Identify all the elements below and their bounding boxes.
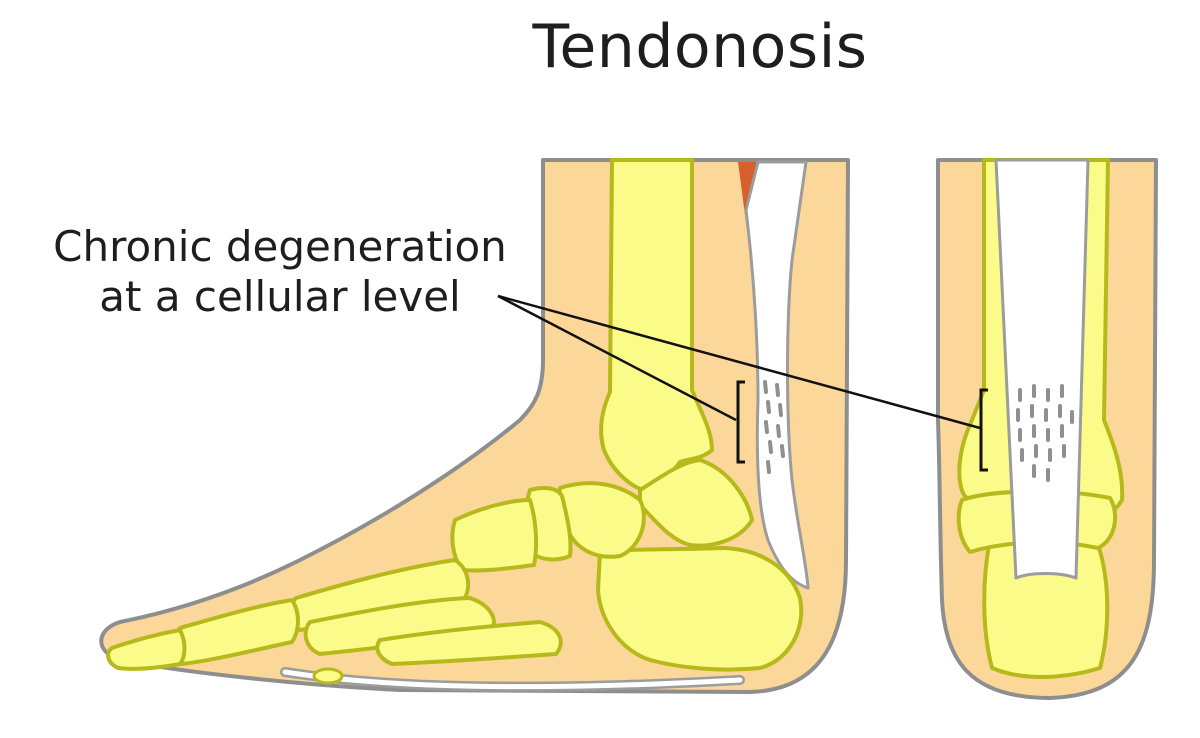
callout-line-1: Chronic degeneration bbox=[53, 222, 507, 271]
side-metatarsal-3 bbox=[375, 620, 563, 666]
side-bracket bbox=[736, 380, 745, 464]
title-text: Tendonosis bbox=[532, 12, 868, 82]
callout-label: Chronic degeneration at a cellular level bbox=[30, 222, 530, 322]
diagram-title: Tendonosis bbox=[450, 12, 950, 82]
callout-leader-lines bbox=[497, 294, 981, 430]
side-talus bbox=[638, 458, 754, 548]
side-calcaneus bbox=[596, 546, 804, 672]
side-view-foot bbox=[99, 158, 850, 694]
back-achilles-tendon bbox=[994, 158, 1090, 580]
leader-line-side bbox=[497, 294, 737, 422]
leader-line-back bbox=[497, 294, 981, 430]
back-degeneration-marks bbox=[1016, 384, 1074, 482]
side-phalanx-distal bbox=[106, 628, 187, 671]
back-view-foot bbox=[936, 158, 1158, 700]
side-degeneration-marks bbox=[763, 380, 785, 474]
side-sesamoid bbox=[312, 667, 344, 685]
back-bracket bbox=[979, 388, 988, 472]
callout-line-2: at a cellular level bbox=[99, 272, 461, 321]
